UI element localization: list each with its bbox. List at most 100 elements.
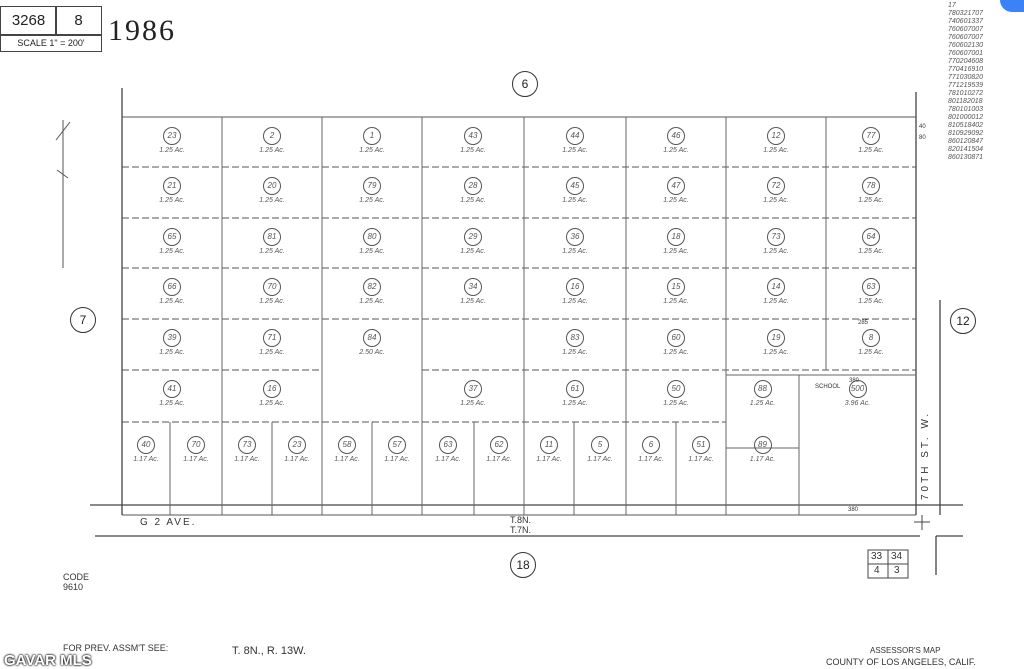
- parcel-number: 58: [338, 436, 356, 454]
- parcel-acreage: 1.25 Ac.: [359, 248, 385, 255]
- assessor-map-label: ASSESSOR'S MAP: [870, 646, 941, 655]
- parcel-number: 37: [464, 380, 482, 398]
- parcel-acreage: 1.25 Ac.: [359, 197, 385, 204]
- recording-stamp-line: 760607007: [948, 34, 984, 41]
- parcel-number: 83: [566, 329, 584, 347]
- parcel-number: 14: [767, 278, 785, 296]
- adjacent-page-top: 6: [512, 71, 538, 97]
- parcel-acreage: 1.25 Ac.: [259, 349, 285, 356]
- parcel-number: 47: [667, 177, 685, 195]
- parcel-number: 88: [753, 380, 772, 398]
- recording-stamp-line: 801182018: [948, 98, 983, 105]
- section-3: 3: [894, 565, 900, 576]
- parcel-acreage: 1.25 Ac.: [259, 248, 285, 255]
- prev-assessment-label: FOR PREV. ASSM'T SEE:: [63, 643, 169, 653]
- parcel-acreage: 1.25 Ac.: [562, 248, 588, 255]
- section-34: 34: [891, 551, 903, 562]
- map-code: CODE 9610: [63, 572, 90, 592]
- parcel-acreage: 1.25 Ac.: [259, 298, 285, 305]
- parcel-number: 41: [163, 380, 181, 398]
- dim-label: 40: [919, 124, 926, 130]
- section-4: 4: [874, 565, 880, 576]
- recording-stamp-line: 780101003: [948, 106, 984, 113]
- school-label: SCHOOL: [815, 384, 841, 390]
- parcel-number: 71: [263, 329, 281, 347]
- recording-stamp-line: 860130871: [948, 154, 984, 161]
- parcel-number: 23: [163, 127, 181, 145]
- parcel-acreage: 1.25 Ac.: [858, 147, 884, 154]
- parcel-number: 81: [263, 228, 281, 246]
- parcel-number: 82: [363, 278, 381, 296]
- parcel-number: 12: [767, 127, 785, 145]
- section-33: 33: [871, 551, 883, 562]
- parcel-number: 63: [862, 278, 880, 296]
- parcel-number: 19: [767, 329, 785, 347]
- parcel-number: 8: [862, 329, 880, 347]
- parcel-acreage: 1.25 Ac.: [359, 147, 385, 154]
- recording-stamp-line: 760607007: [948, 26, 984, 33]
- corner-badge: [1000, 0, 1024, 12]
- parcel-acreage: 1.17 Ac.: [638, 456, 664, 463]
- parcel-acreage: 1.17 Ac.: [133, 456, 159, 463]
- parcel: 88 1.25 Ac.: [726, 380, 799, 407]
- parcel-acreage: 1.17 Ac.: [384, 456, 410, 463]
- parcel-number: 70: [187, 436, 205, 454]
- parcel-acreage: 1.25 Ac.: [858, 248, 884, 255]
- recording-stamp-line: 781010272: [948, 90, 984, 97]
- parcel-acreage: 1.25 Ac.: [562, 197, 588, 204]
- parcel-number: 72: [767, 177, 785, 195]
- parcel-acreage: 1.25 Ac.: [159, 349, 185, 356]
- parcel-acreage: 1.25 Ac.: [749, 400, 776, 407]
- parcel-acreage: 1.17 Ac.: [284, 456, 310, 463]
- page-number: 8: [55, 6, 102, 36]
- parcel-number: 36: [566, 228, 584, 246]
- parcel-acreage: 1.25 Ac.: [159, 298, 185, 305]
- parcel-acreage: 1.25 Ac.: [159, 147, 185, 154]
- parcel-acreage: 1.25 Ac.: [858, 298, 884, 305]
- parcel-number: 73: [238, 436, 256, 454]
- parcel-number: 45: [566, 177, 584, 195]
- parcel-acreage: 1.17 Ac.: [587, 456, 613, 463]
- parcel-acreage: 1.25 Ac.: [858, 197, 884, 204]
- parcel-number: 51: [692, 436, 710, 454]
- parcel-acreage: 1.25 Ac.: [562, 147, 588, 154]
- recording-stamp-line: 771219539: [948, 82, 984, 89]
- parcel: 51 1.17 Ac.: [676, 436, 726, 463]
- parcel-number: 79: [363, 177, 381, 195]
- parcel-acreage: 1.25 Ac.: [663, 248, 689, 255]
- parcel-acreage: 1.17 Ac.: [688, 456, 714, 463]
- parcel-acreage: 1.25 Ac.: [562, 400, 588, 407]
- recording-stamp-line: 760602130: [948, 42, 984, 49]
- recording-stamp-line: 820141504: [948, 146, 984, 153]
- township-range: T. 8N., R. 13W.: [232, 645, 306, 657]
- parcel-acreage: 1.25 Ac.: [663, 147, 689, 154]
- parcel-acreage: 1.25 Ac.: [259, 400, 285, 407]
- parcel-acreage: 1.17 Ac.: [749, 456, 776, 463]
- recording-stamp-line: 810518402: [948, 122, 984, 129]
- parcel-number: 84: [363, 329, 381, 347]
